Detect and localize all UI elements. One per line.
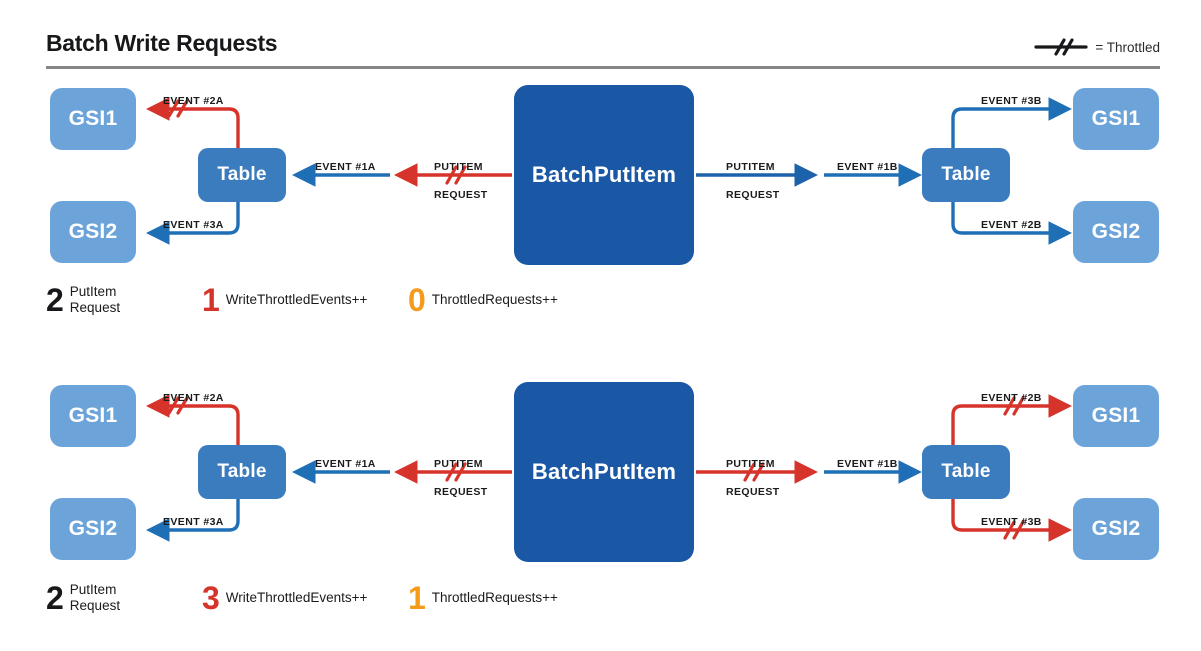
legend-label: = Throttled (1095, 39, 1160, 55)
throttle-slash-symbol (1034, 38, 1088, 56)
node-gsi1-left[interactable]: GSI1 (50, 385, 136, 447)
edge-label-right-gsi2: EVENT #2B (981, 219, 1042, 231)
title-divider (46, 66, 1160, 69)
node-table-left[interactable]: Table (198, 445, 286, 499)
row-1-edges (145, 97, 1073, 245)
metric-label: PutItem Request (70, 582, 120, 613)
node-batchputitem[interactable]: BatchPutItem (514, 382, 694, 562)
node-table-left[interactable]: Table (198, 148, 286, 202)
edge-label-right-event1: EVENT #1B (837, 161, 898, 173)
edge-label-left-putitem-line2: REQUEST (434, 486, 488, 498)
edge-label-right-putitem-line1: PUTITEM (726, 458, 775, 470)
node-gsi2-left[interactable]: GSI2 (50, 201, 136, 263)
edge-label-left-gsi2: EVENT #3A (163, 219, 224, 231)
metric-write-throttled-events-1: 1 WriteThrottledEvents++ (202, 284, 367, 316)
node-table-right[interactable]: Table (922, 148, 1010, 202)
metric-value: 2 (46, 282, 64, 318)
page-title: Batch Write Requests (46, 30, 278, 56)
edge-label-left-gsi1: EVENT #2A (163, 95, 224, 107)
metric-write-throttled-events-2: 3 WriteThrottledEvents++ (202, 582, 367, 614)
edge-label-right-event1: EVENT #1B (837, 458, 898, 470)
edge-label-left-gsi2: EVENT #3A (163, 516, 224, 528)
metric-label: ThrottledRequests++ (431, 292, 558, 308)
node-gsi2-right[interactable]: GSI2 (1073, 498, 1159, 560)
metric-label-line1: PutItem (69, 284, 117, 300)
metric-label-line1: PutItem (69, 582, 117, 598)
metric-value: 2 (46, 580, 64, 616)
node-table-right[interactable]: Table (922, 445, 1010, 499)
page-header: Batch Write Requests = Throttled (46, 30, 1160, 72)
edge-label-left-putitem-line1: PUTITEM (434, 161, 483, 173)
metric-value: 3 (202, 580, 220, 616)
metric-label: WriteThrottledEvents++ (225, 292, 368, 308)
node-gsi2-right[interactable]: GSI2 (1073, 201, 1159, 263)
metric-label: WriteThrottledEvents++ (225, 590, 368, 606)
metric-label-line2: Request (69, 300, 121, 315)
node-gsi1-right[interactable]: GSI1 (1073, 385, 1159, 447)
edge-label-left-putitem-line1: PUTITEM (434, 458, 483, 470)
metric-value: 0 (408, 282, 426, 318)
edge-label-right-gsi2: EVENT #3B (981, 516, 1042, 528)
metric-label-line2: Request (69, 598, 121, 613)
edge-label-left-putitem-line2: REQUEST (434, 189, 488, 201)
metric-putitem-request-2: 2 PutItem Request (46, 582, 120, 614)
edge-label-right-putitem-line1: PUTITEM (726, 161, 775, 173)
edge-label-right-putitem-line2: REQUEST (726, 189, 780, 201)
diagram-row-2: GSI1 GSI2 Table BatchPutItem Table GSI1 … (0, 373, 1201, 578)
node-gsi1-right[interactable]: GSI1 (1073, 88, 1159, 150)
edge-label-left-event1: EVENT #1A (315, 458, 376, 470)
metric-label: PutItem Request (70, 284, 120, 315)
edge-label-right-gsi1: EVENT #3B (981, 95, 1042, 107)
metric-throttled-requests-1: 0 ThrottledRequests++ (408, 284, 558, 316)
edge-label-right-gsi1: EVENT #2B (981, 392, 1042, 404)
edge-label-left-event1: EVENT #1A (315, 161, 376, 173)
node-gsi2-left[interactable]: GSI2 (50, 498, 136, 560)
node-gsi1-left[interactable]: GSI1 (50, 88, 136, 150)
row-2-edges (145, 394, 1073, 542)
metric-value: 1 (202, 282, 220, 318)
edge-label-right-putitem-line2: REQUEST (726, 486, 780, 498)
node-batchputitem[interactable]: BatchPutItem (514, 85, 694, 265)
metric-value: 1 (408, 580, 426, 616)
metric-putitem-request-1: 2 PutItem Request (46, 284, 120, 316)
metric-label: ThrottledRequests++ (431, 590, 558, 606)
edge-label-left-gsi1: EVENT #2A (163, 392, 224, 404)
legend: = Throttled (1034, 38, 1160, 56)
diagram-row-1: GSI1 GSI2 Table BatchPutItem Table GSI1 … (0, 76, 1201, 281)
metric-throttled-requests-2: 1 ThrottledRequests++ (408, 582, 558, 614)
